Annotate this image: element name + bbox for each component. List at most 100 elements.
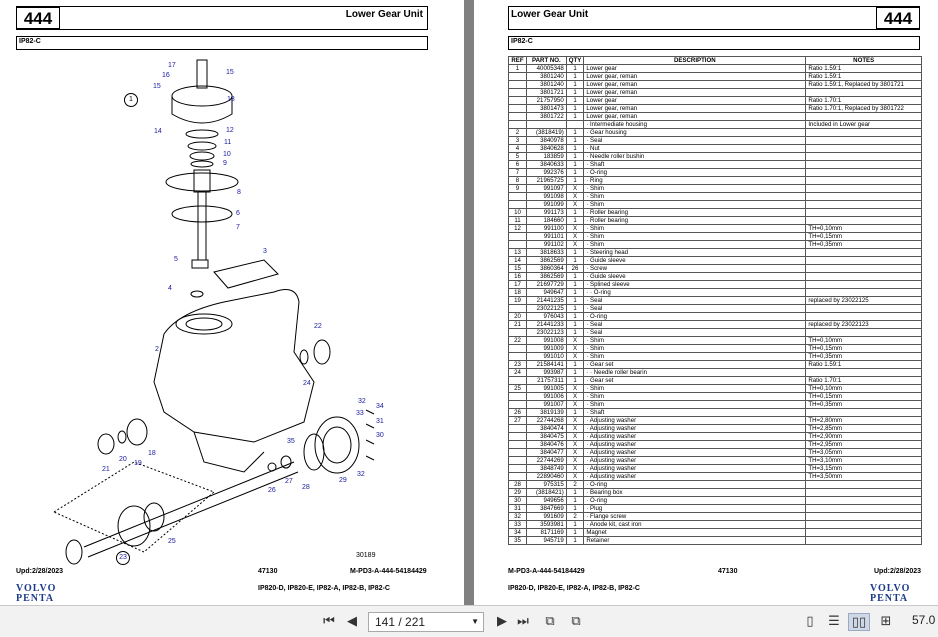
chevron-down-icon: ▼: [471, 617, 479, 626]
page-number-input[interactable]: 141 / 221 ▼: [368, 612, 484, 632]
callout-27: 27: [285, 478, 293, 485]
table-cell-ref: 29: [508, 488, 527, 497]
table-cell-desc: · Splined sleeve: [583, 280, 807, 289]
table-cell-notes: [805, 536, 922, 545]
table-cell-ref: [508, 232, 527, 241]
last-page-icon[interactable]: ⏭: [517, 614, 529, 629]
table-cell-notes: [805, 408, 922, 417]
table-cell-notes: [805, 168, 922, 177]
table-cell-notes: replaced by 23022125: [805, 296, 922, 305]
table-cell-desc: · · Needle roller bearin: [583, 368, 807, 377]
single-page-view-icon[interactable]: ▯: [806, 614, 814, 629]
footer-doc: M-PD3-A-444-54184429: [350, 568, 427, 575]
table-cell-qty: 1: [565, 248, 585, 257]
table-cell-ref: 23: [508, 360, 527, 369]
table-cell-notes: [805, 488, 922, 497]
table-cell-qty: 1: [565, 504, 585, 513]
next-page-icon[interactable]: ▶: [497, 614, 507, 629]
table-cell-notes: [805, 248, 922, 257]
table-cell-notes: [805, 176, 922, 185]
table-cell-pn: 991008: [525, 336, 567, 345]
table-cell-qty: 1: [565, 376, 585, 385]
pdf-toolbar: ⏮ ◀ 141 / 221 ▼ ▶ ⏭ ⧉ ⧉ ▯ ☰ ▯▯ ⊞ 57.0: [0, 605, 938, 637]
table-cell-ref: [508, 440, 527, 449]
table-cell-ref: [508, 112, 527, 121]
callout-8: 8: [237, 189, 241, 196]
table-cell-ref: [508, 88, 527, 97]
bearing-box-shape: [314, 416, 360, 474]
table-cell-qty: X: [565, 352, 585, 361]
callout-28: 28: [302, 484, 310, 491]
table-cell-pn: 3847669: [525, 504, 567, 513]
two-page-view-icon[interactable]: ▯▯: [848, 613, 870, 631]
table-cell-desc: · Shim: [583, 400, 807, 409]
callout-6: 6: [236, 210, 240, 217]
table-cell-notes: TH=0,35mm: [805, 400, 922, 409]
table-cell-desc: · Roller bearing: [583, 208, 807, 217]
table-cell-qty: 1: [565, 176, 585, 185]
table-cell-notes: [805, 256, 922, 265]
table-cell-qty: X: [565, 432, 585, 441]
table-cell-pn: (3818419): [525, 128, 567, 137]
go-back-icon[interactable]: ⧉: [545, 614, 555, 629]
table-cell-qty: X: [565, 448, 585, 457]
table-cell-ref: 26: [508, 408, 527, 417]
table-cell-desc: · Steering head: [583, 248, 807, 257]
table-cell-notes: [805, 272, 922, 281]
two-page-continuous-icon[interactable]: ⊞: [880, 614, 892, 629]
table-cell-desc: · Guide sleeve: [583, 272, 807, 281]
previous-page-icon[interactable]: ◀: [347, 614, 357, 629]
table-cell-ref: [508, 392, 527, 401]
column-header: DESCRIPTION: [583, 56, 807, 65]
table-cell-desc: Lower gear, reman: [583, 72, 807, 81]
continuous-view-icon[interactable]: ☰: [828, 614, 840, 629]
table-cell-pn: 991173: [525, 208, 567, 217]
table-cell-pn: 3840477: [525, 448, 567, 457]
table-cell-ref: [508, 456, 527, 465]
table-cell-ref: 10: [508, 208, 527, 217]
table-cell-notes: TH=0,15mm: [805, 392, 922, 401]
table-cell-desc: · Adjusting washer: [583, 456, 807, 465]
table-cell-pn: 949656: [525, 496, 567, 505]
zoom-level[interactable]: 57.0: [912, 613, 936, 627]
table-cell-pn: 21441233: [525, 320, 567, 329]
table-cell-pn: 184660: [525, 216, 567, 225]
table-cell-desc: · Adjusting washer: [583, 424, 807, 433]
first-page-icon[interactable]: ⏮: [323, 614, 335, 629]
column-header: NOTES: [805, 56, 922, 65]
table-cell-pn: 3801240: [525, 80, 567, 89]
table-cell-notes: TH=3,10mm: [805, 456, 922, 465]
table-cell-desc: · Adjusting washer: [583, 416, 807, 425]
callout-12: 12: [226, 127, 234, 134]
table-cell-notes: [805, 136, 922, 145]
table-cell-notes: [805, 264, 922, 273]
table-cell-notes: [805, 504, 922, 513]
table-cell-qty: 1: [565, 320, 585, 329]
table-cell-pn: 40005348: [525, 64, 567, 73]
table-cell-pn: 991101: [525, 232, 567, 241]
callout-18: 18: [148, 450, 156, 457]
steering-head-body: [171, 96, 233, 124]
table-cell-ref: 19: [508, 296, 527, 305]
table-cell-qty: X: [565, 336, 585, 345]
go-forward-icon[interactable]: ⧉: [571, 614, 581, 629]
table-cell-pn: 3840978: [525, 136, 567, 145]
table-cell-ref: 31: [508, 504, 527, 513]
table-cell-qty: 1: [565, 112, 585, 121]
table-cell-qty: 1: [565, 328, 585, 337]
table-cell-ref: [508, 328, 527, 337]
table-cell-ref: 32: [508, 512, 527, 521]
